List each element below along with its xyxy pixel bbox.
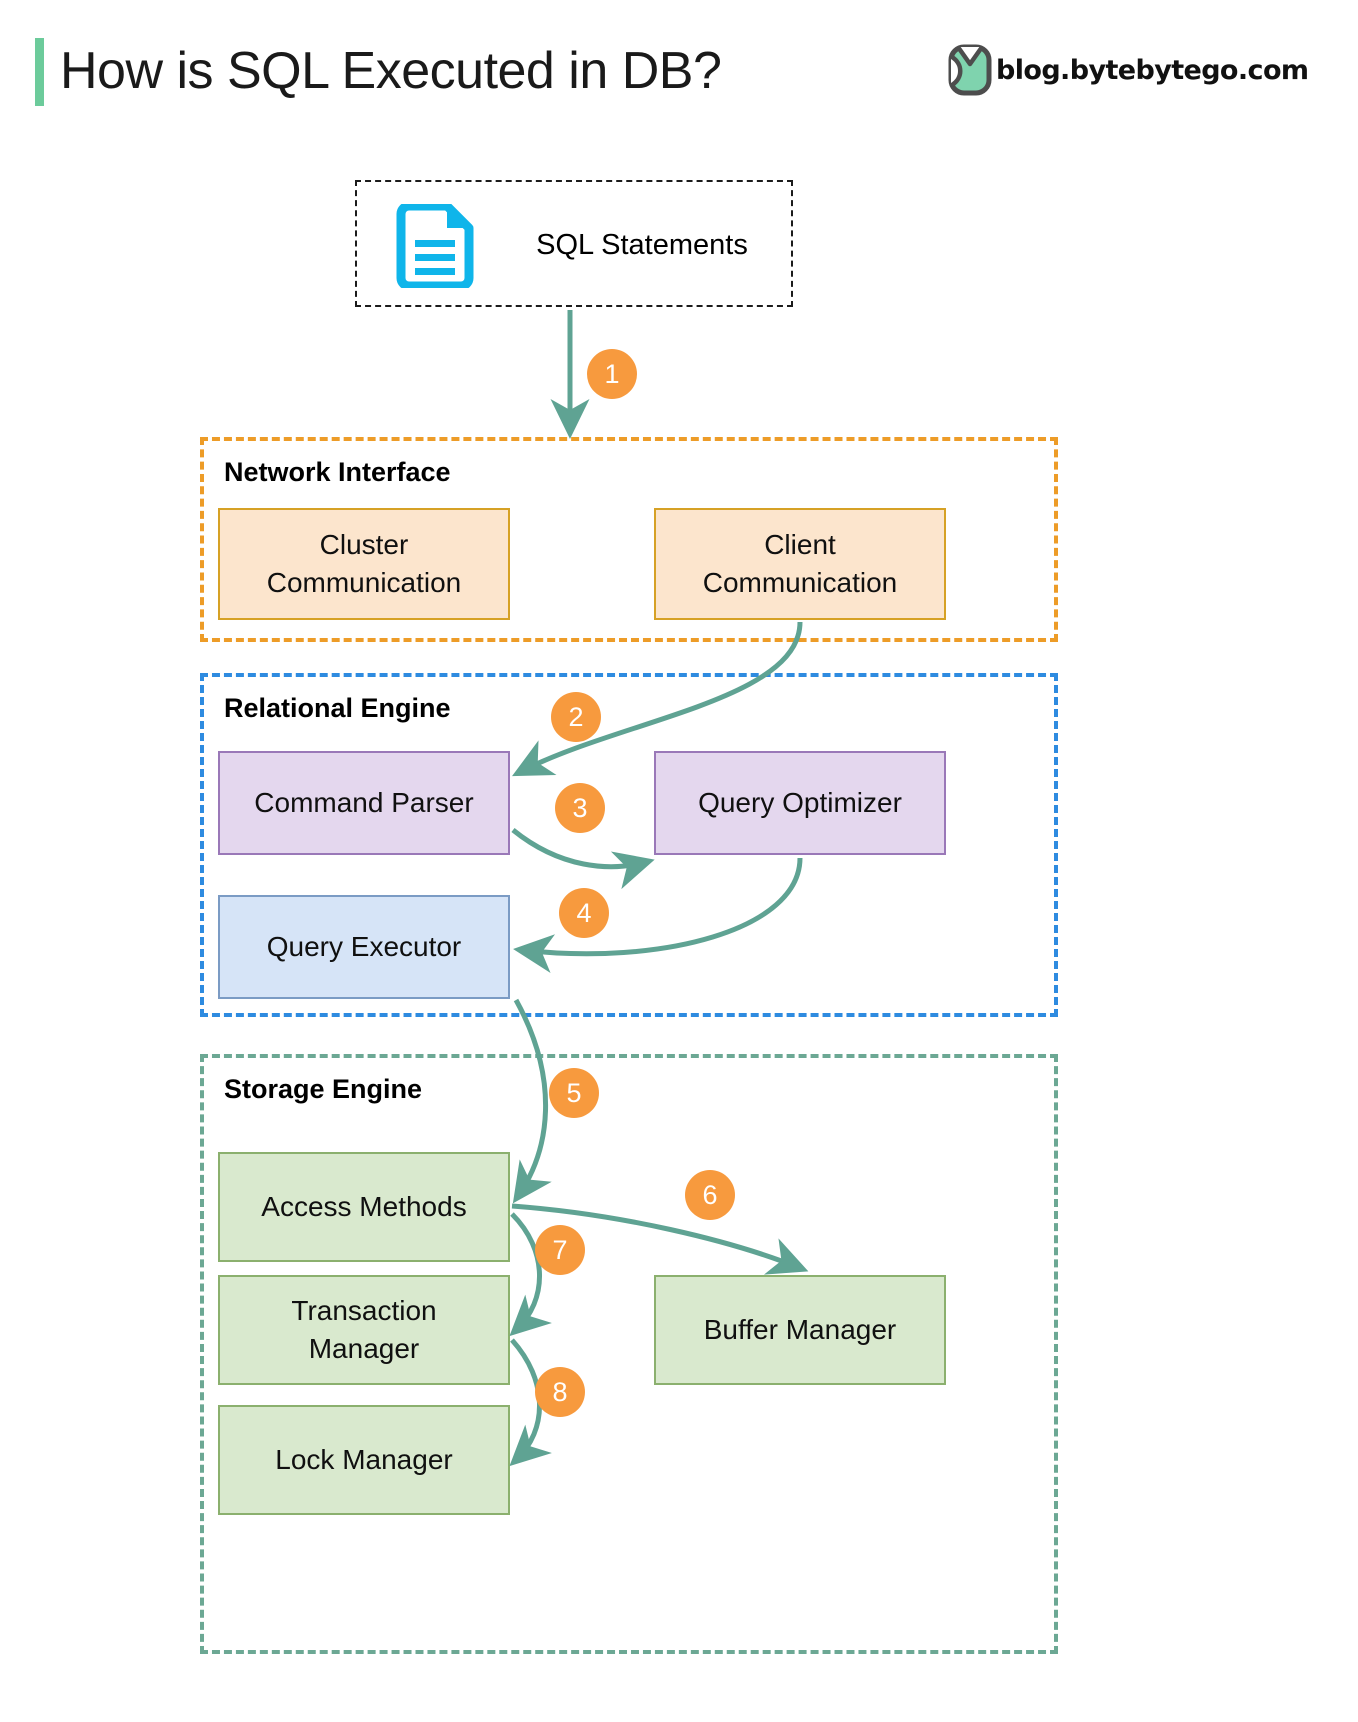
node-label: Access Methods (261, 1191, 467, 1223)
step-badge-1: 1 (587, 349, 637, 399)
node-label: Query Executor (266, 931, 462, 963)
step-badge-4: 4 (559, 888, 609, 938)
sql-statements-label: SQL Statements (536, 229, 748, 261)
step-badge-5: 5 (549, 1068, 599, 1118)
node-command-parser[interactable]: Command Parser (218, 751, 510, 855)
node-label: Transaction Manager (291, 1295, 437, 1364)
node-label: Buffer Manager (703, 1314, 897, 1346)
brand-watermark: blog.bytebytego.com (948, 44, 1309, 96)
title-accent-bar (35, 38, 44, 106)
sql-statements-box: SQL Statements (355, 180, 793, 307)
node-buffer-manager[interactable]: Buffer Manager (654, 1275, 946, 1385)
step-badge-7: 7 (535, 1225, 585, 1275)
node-client-communication[interactable]: Client Communication (654, 508, 946, 620)
node-label: Client Communication (702, 529, 898, 598)
document-icon (396, 204, 474, 288)
node-query-optimizer[interactable]: Query Optimizer (654, 751, 946, 855)
group-label-network-interface: Network Interface (224, 457, 451, 487)
node-lock-manager[interactable]: Lock Manager (218, 1405, 510, 1515)
group-label-storage-engine: Storage Engine (224, 1074, 423, 1104)
node-label: Cluster Communication (266, 529, 462, 598)
step-badge-2: 2 (551, 692, 601, 742)
node-query-executor[interactable]: Query Executor (218, 895, 510, 999)
node-label: Query Optimizer (698, 787, 902, 819)
node-label: Lock Manager (275, 1444, 453, 1476)
node-cluster-communication[interactable]: Cluster Communication (218, 508, 510, 620)
node-access-methods[interactable]: Access Methods (218, 1152, 510, 1262)
node-transaction-manager[interactable]: Transaction Manager (218, 1275, 510, 1385)
bytebytego-logo-icon (948, 44, 992, 96)
page-header: How is SQL Executed in DB? blog.bytebyte… (0, 0, 1358, 140)
group-storage-engine: Storage Engine (200, 1054, 1058, 1654)
brand-label: blog.bytebytego.com (996, 54, 1309, 86)
page-title: How is SQL Executed in DB? (60, 42, 722, 100)
step-badge-3: 3 (555, 783, 605, 833)
node-label: Command Parser (254, 787, 474, 819)
step-badge-8: 8 (535, 1367, 585, 1417)
group-label-relational-engine: Relational Engine (224, 693, 451, 723)
step-badge-6: 6 (685, 1170, 735, 1220)
